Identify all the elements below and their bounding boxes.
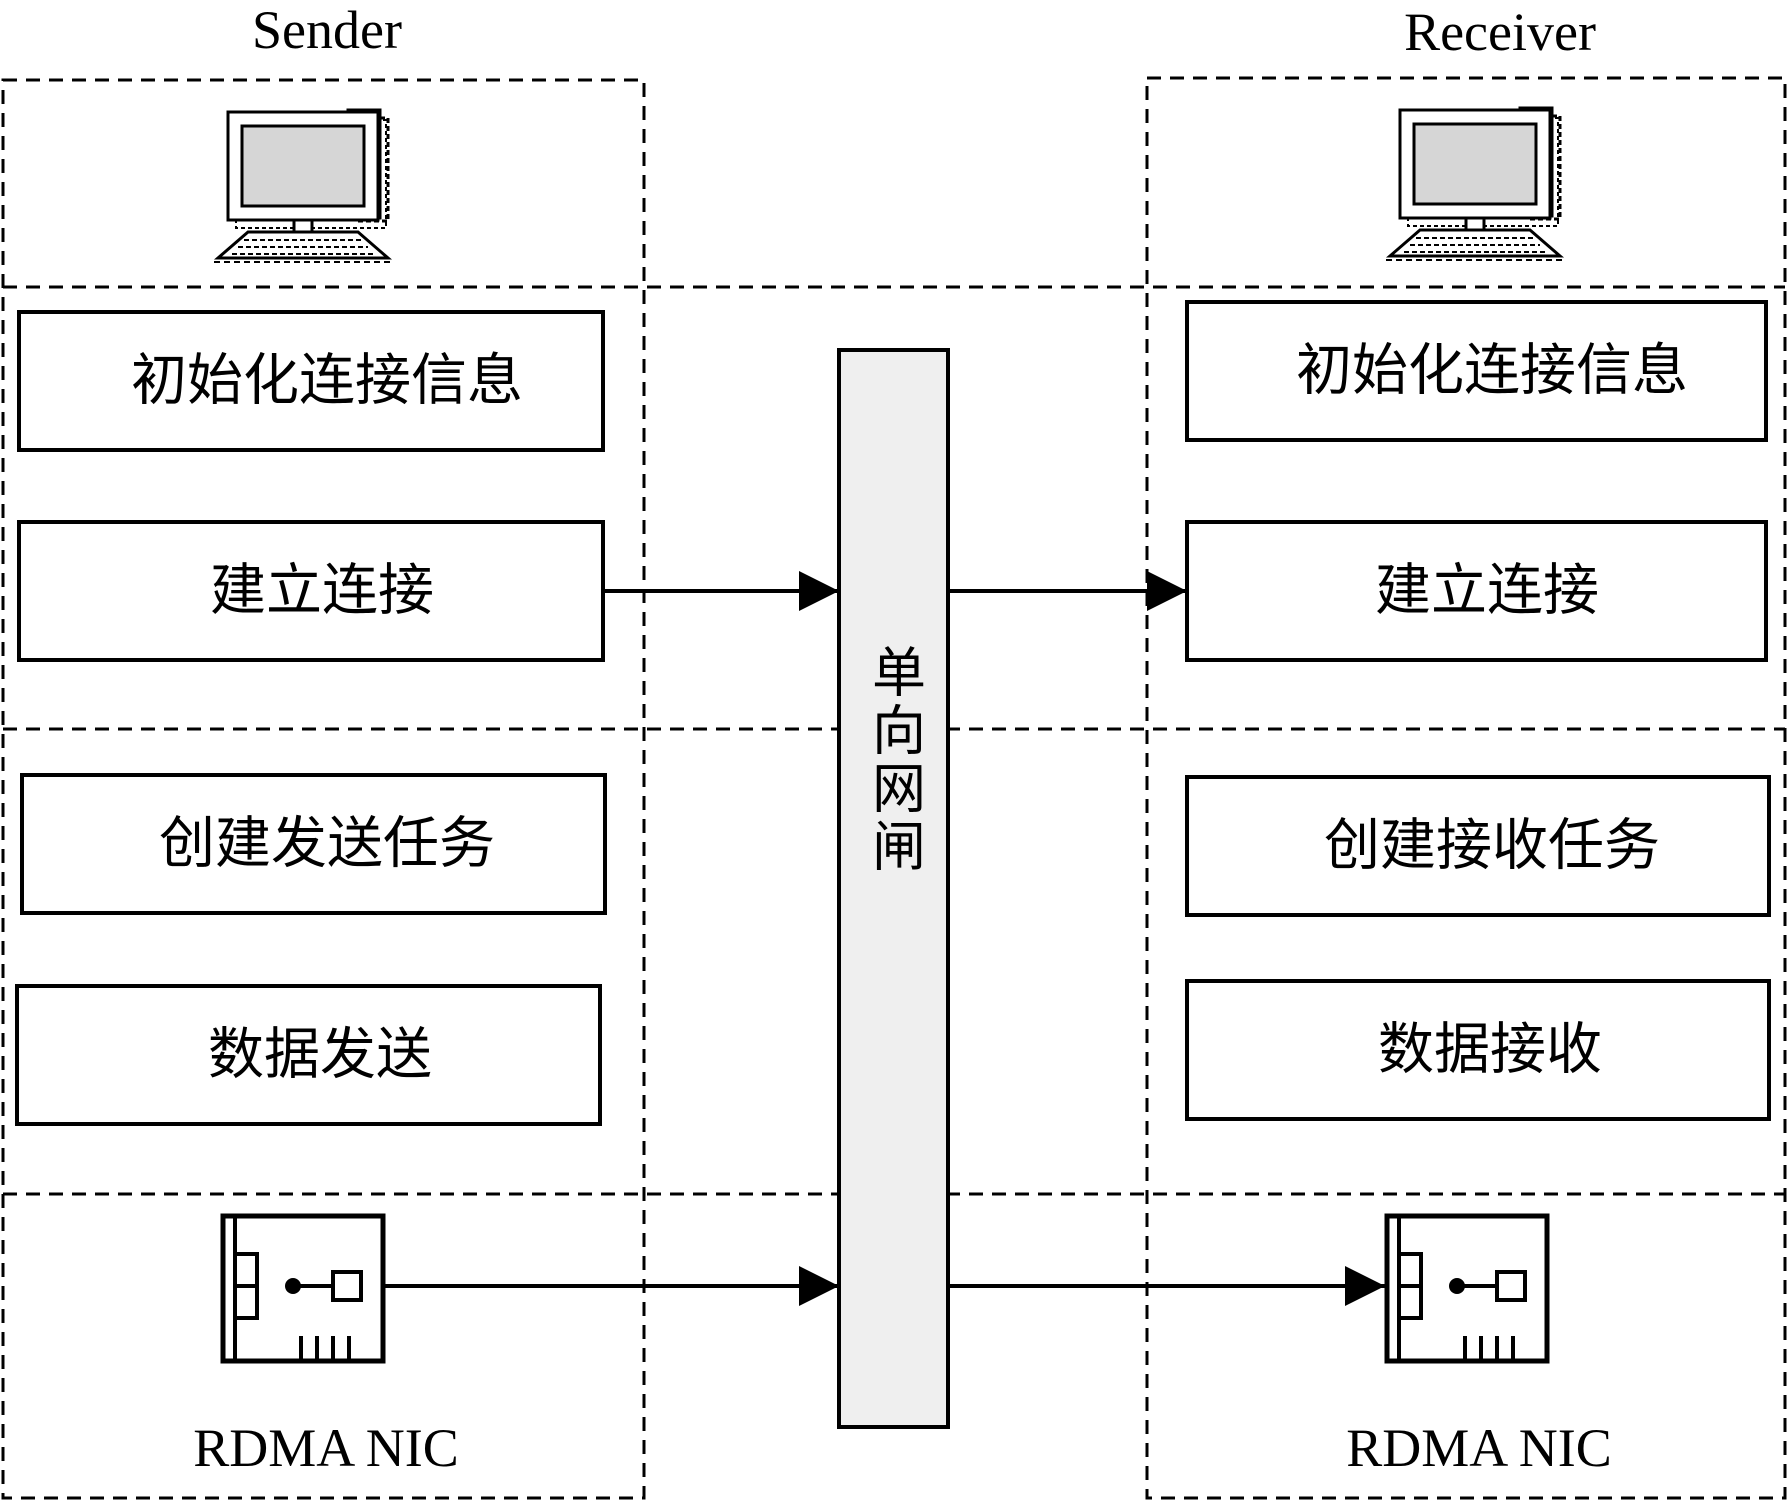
sender-step-label-1: 初始化连接信息 xyxy=(131,349,523,414)
flow-arrows xyxy=(360,571,1385,1306)
receiver-step-label-3: 创建接收任务 xyxy=(1324,814,1660,879)
sender-step-box-4 xyxy=(15,984,602,1126)
receiver-title: Receiver xyxy=(1404,2,1596,62)
dashed-frames xyxy=(1,76,1787,1500)
receiver-steps: 初始化连接信息 建立连接 创建接收任务 数据接收 xyxy=(1185,300,1771,1121)
sender-nic-label: RDMA NIC xyxy=(193,1418,459,1478)
receiver-step-box-2 xyxy=(1185,520,1768,662)
receiver-step-box-3 xyxy=(1185,775,1771,917)
receiver-step-box-1 xyxy=(1185,300,1768,442)
receiver-frame xyxy=(1145,76,1787,1500)
sender-step-box-1 xyxy=(17,310,605,452)
receiver-nic-label: RDMA NIC xyxy=(1346,1418,1612,1478)
sender-step-label-3: 创建发送任务 xyxy=(159,812,495,877)
gateway-label: 单向网闸 xyxy=(863,644,926,876)
sender-step-label-4: 数据发送 xyxy=(208,1023,432,1088)
sender-steps: 初始化连接信息 建立连接 创建发送任务 数据发送 xyxy=(15,310,607,1126)
receiver-computer-icon xyxy=(1384,106,1566,262)
sender-step-box-3 xyxy=(20,773,607,915)
receiver-network-card-icon xyxy=(1387,1216,1547,1361)
receiver-step-label-4: 数据接收 xyxy=(1378,1018,1602,1083)
sender-step-label-2: 建立连接 xyxy=(210,559,434,624)
sender-step-box-2 xyxy=(17,520,605,662)
sender-frame xyxy=(1,78,646,1500)
sender-network-card-icon xyxy=(223,1216,383,1361)
receiver-step-label-2: 建立连接 xyxy=(1375,559,1599,624)
receiver-step-box-4 xyxy=(1185,979,1771,1121)
sender-computer-icon xyxy=(212,108,394,264)
one-way-gateway-bar xyxy=(837,348,950,1429)
receiver-step-label-1: 初始化连接信息 xyxy=(1296,339,1688,404)
sender-title: Sender xyxy=(252,0,402,60)
